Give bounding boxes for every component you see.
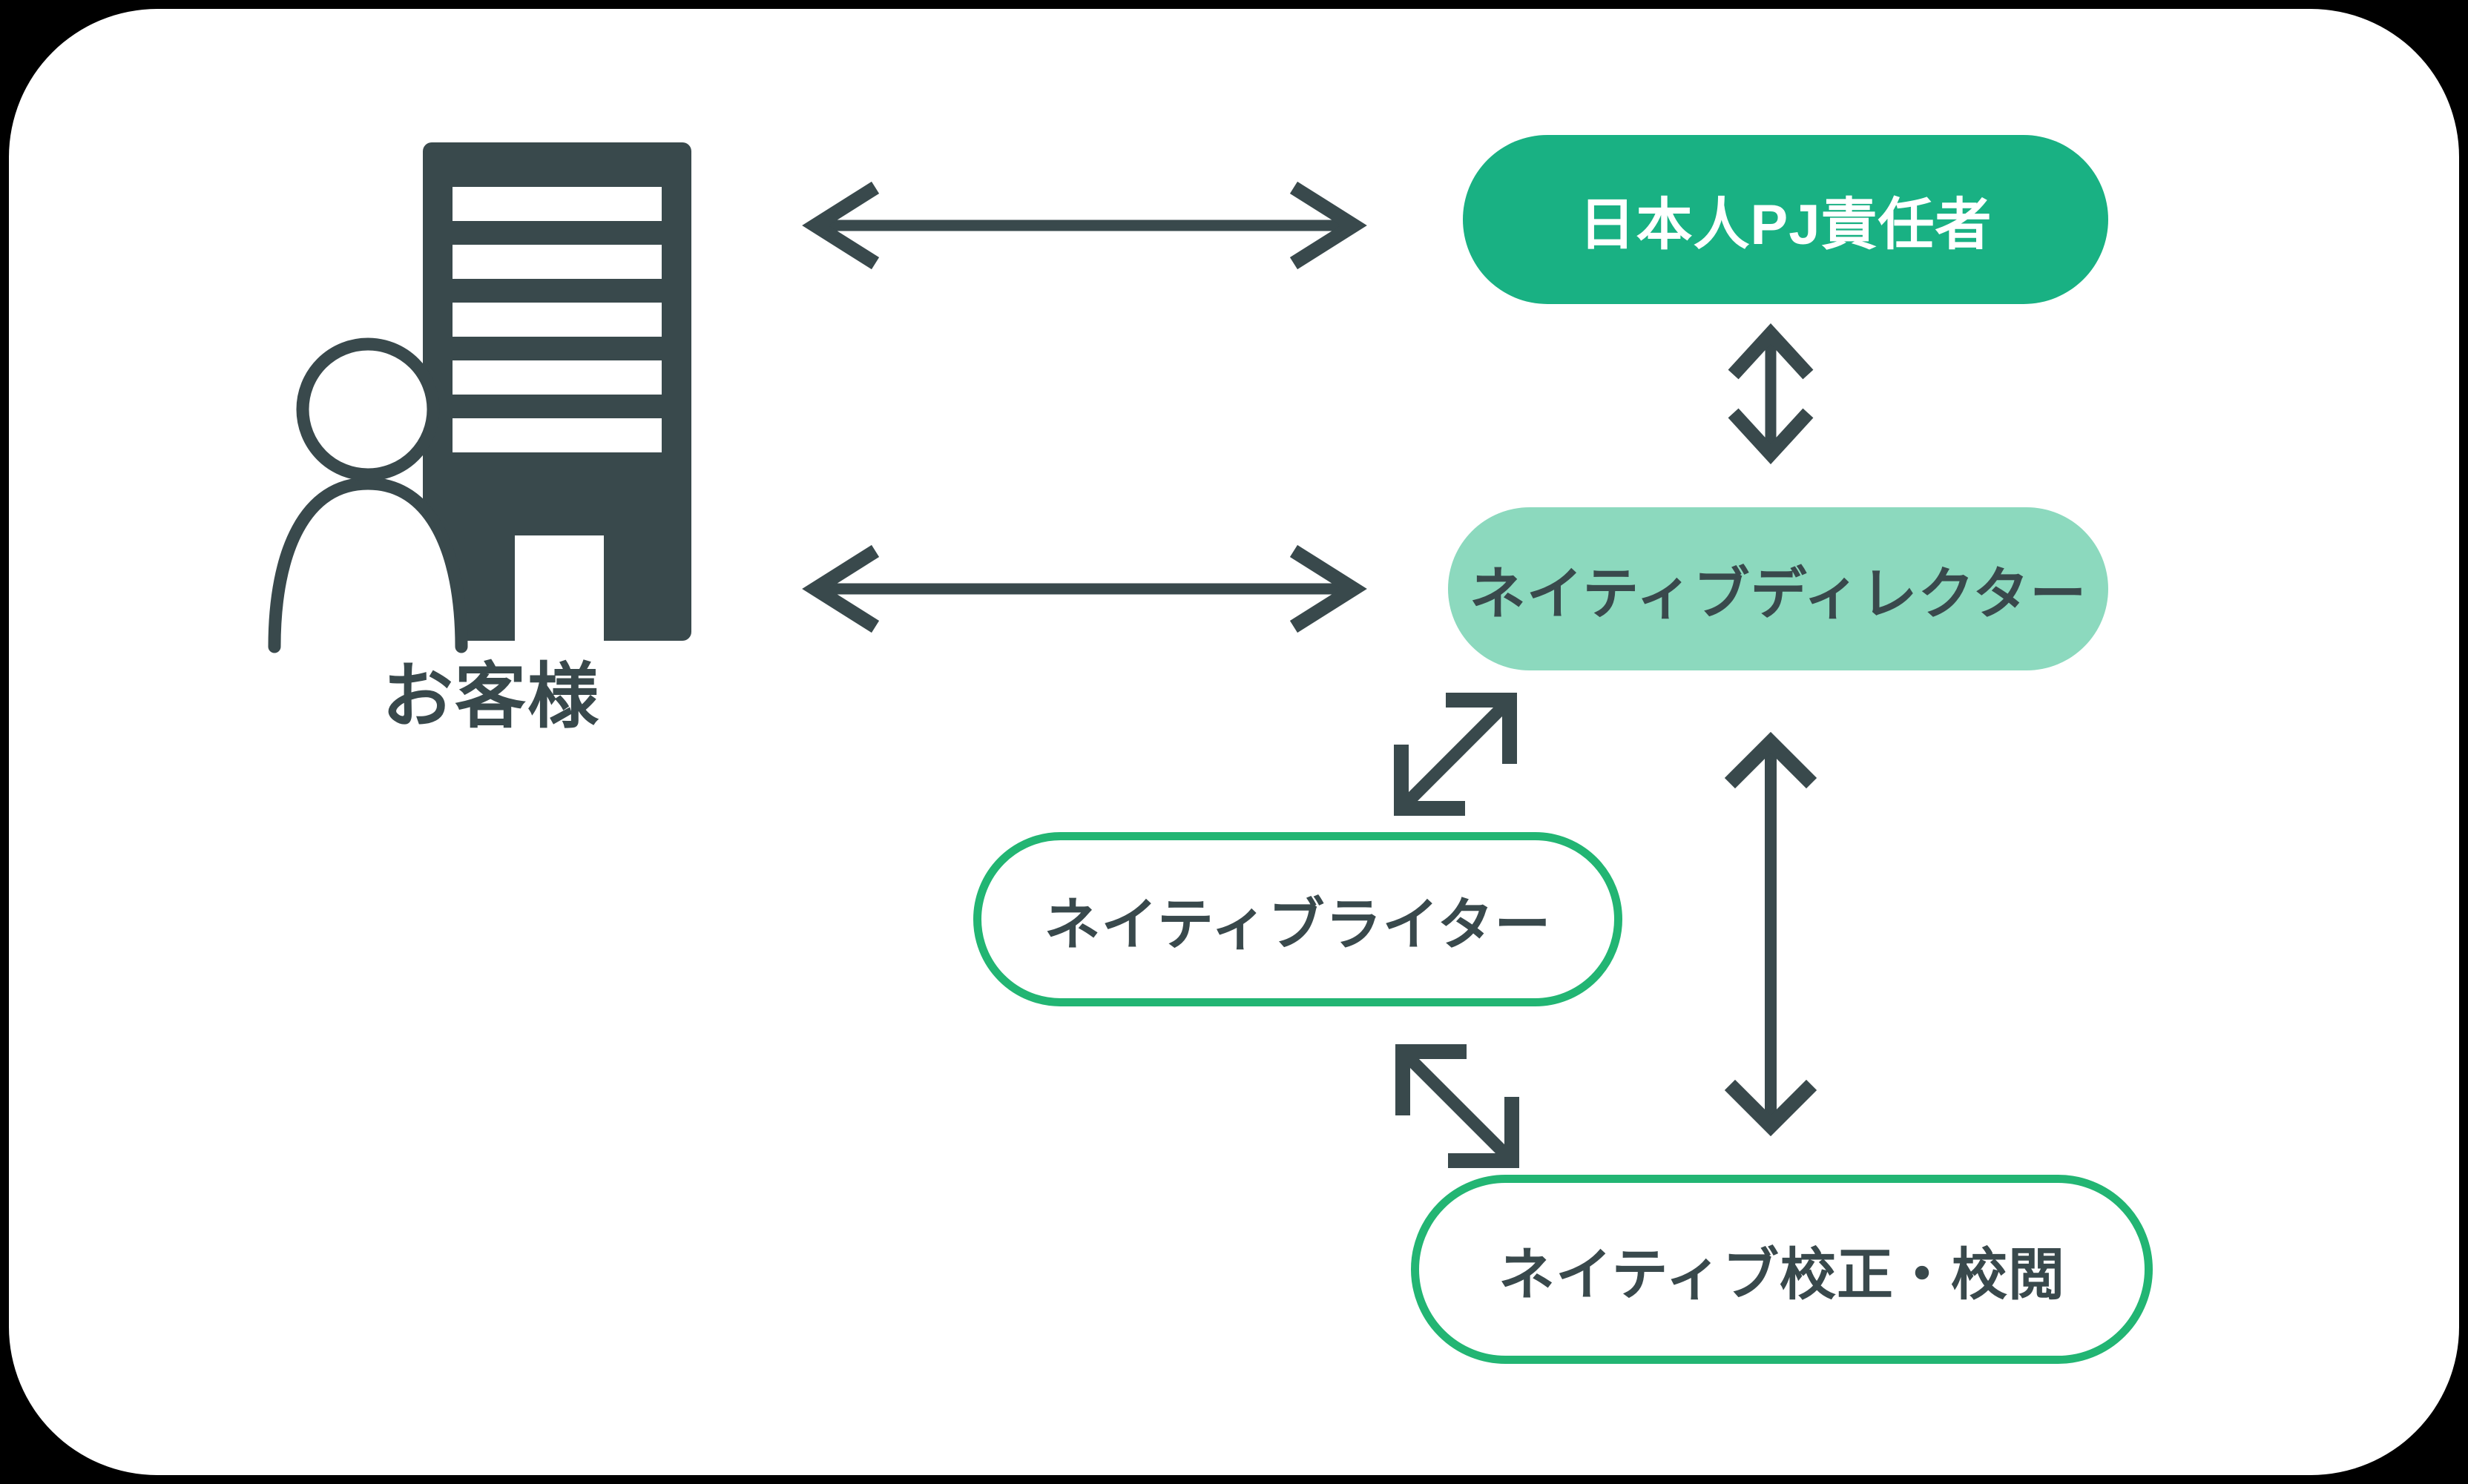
diagram-card: お客様 日本人PJ責任者 ネイティブディレクター ネイティブライター ネイティブ… bbox=[9, 9, 2459, 1475]
node-native-proofreading-label: ネイティブ校正・校閲 bbox=[1498, 1243, 2065, 1307]
arrow-customer-to-pj-manager bbox=[802, 181, 1367, 270]
customer-group: お客様 bbox=[254, 135, 728, 780]
node-native-proofreading[interactable]: ネイティブ校正・校閲 bbox=[1411, 1175, 2153, 1364]
node-native-writer-label: ネイティブライター bbox=[1044, 893, 1552, 957]
office-building-with-person-icon bbox=[268, 142, 691, 653]
customer-label: お客様 bbox=[382, 657, 600, 736]
node-pj-manager-label: 日本人PJ責任者 bbox=[1579, 194, 1993, 257]
person-silhouette bbox=[268, 337, 468, 653]
arrow-pj-manager-to-native-director bbox=[1728, 323, 1814, 464]
arrow-native-director-to-proofreading bbox=[1724, 732, 1817, 1136]
node-native-director[interactable]: ネイティブディレクター bbox=[1448, 507, 2108, 670]
node-pj-manager[interactable]: 日本人PJ責任者 bbox=[1463, 135, 2108, 304]
node-native-writer[interactable]: ネイティブライター bbox=[973, 832, 1622, 1006]
node-native-director-label: ネイティブディレクター bbox=[1469, 563, 2087, 626]
arrow-customer-to-native-director bbox=[802, 544, 1367, 633]
arrow-native-director-to-native-writer bbox=[1394, 693, 1517, 816]
arrow-native-writer-to-proofreading bbox=[1395, 1044, 1519, 1168]
